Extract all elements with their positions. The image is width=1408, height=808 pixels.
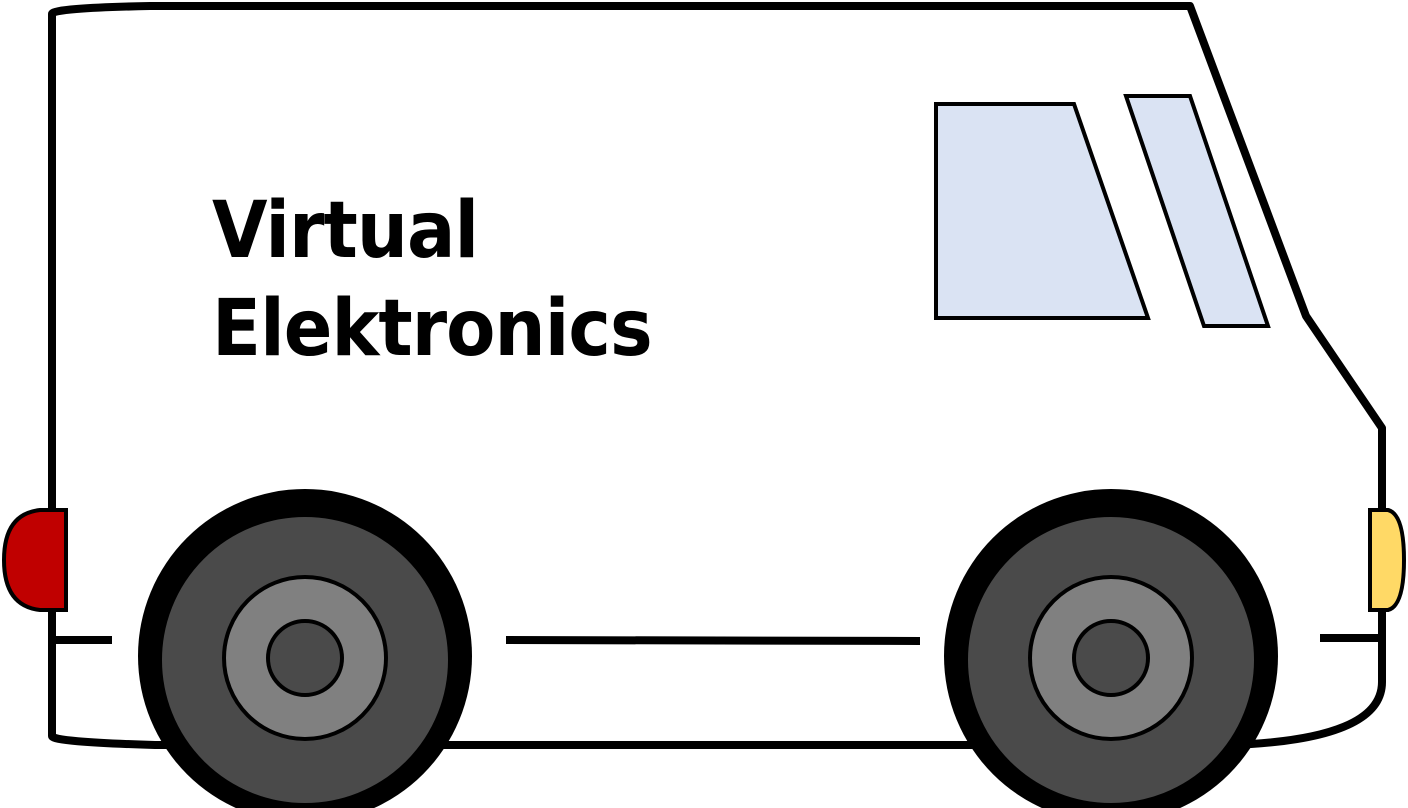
company-name-line1: Virtual (212, 186, 479, 276)
front-window (934, 102, 1151, 320)
rear-wheel (138, 489, 472, 808)
rear-hub (266, 619, 344, 697)
front-hub (1072, 619, 1150, 697)
company-logo-text: Virtual Elektronics (212, 182, 653, 378)
side-trim-line (505, 636, 921, 645)
company-name-line2: Elektronics (212, 284, 653, 374)
tail-light (1, 508, 68, 612)
head-light (1368, 508, 1407, 612)
windshield (1123, 94, 1271, 328)
front-wheel (944, 489, 1278, 808)
